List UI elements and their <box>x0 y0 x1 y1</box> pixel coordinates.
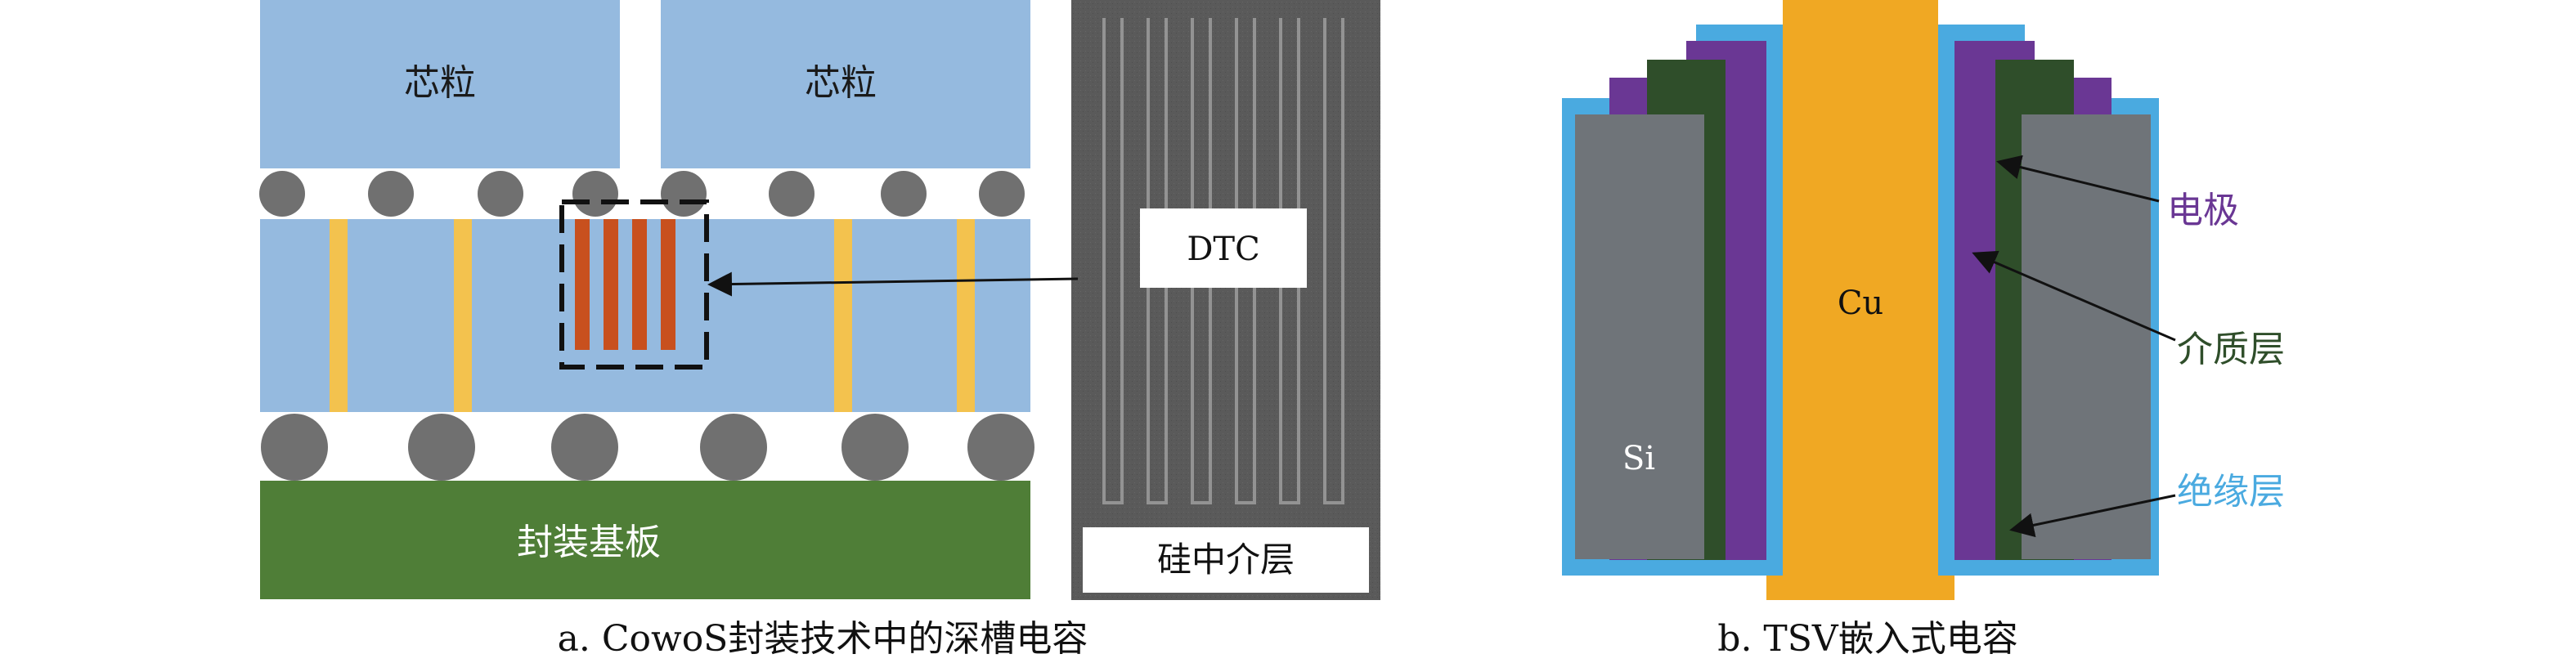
dtc-label: DTC <box>1187 231 1259 268</box>
dtc-label-box <box>1140 208 1307 288</box>
trench <box>661 219 675 350</box>
micro-bump <box>259 171 305 217</box>
trench <box>575 219 590 350</box>
package-substrate <box>260 481 1030 599</box>
dielectric-pointer-arrow <box>1972 250 2176 342</box>
c4-bump <box>700 414 767 481</box>
chiplet-right-label: 芯粒 <box>805 62 877 104</box>
chiplet-left <box>260 0 620 168</box>
dtc-highlight-box <box>559 199 709 370</box>
trench <box>632 219 647 350</box>
c4-bump <box>408 414 475 481</box>
micro-bump <box>572 171 618 217</box>
electrode-label: 电极 <box>2167 190 2239 231</box>
copper-core <box>1783 0 1938 600</box>
insulator-label: 绝缘层 <box>2177 471 2285 513</box>
panel-b-caption: b. TSV嵌入式电容 <box>1717 618 2017 660</box>
micro-bump <box>661 171 707 217</box>
panel-a-caption: a. CowoS封装技术中的深槽电容 <box>558 618 1088 660</box>
copper-label: Cu <box>1838 284 1883 322</box>
sem-image: DTC 硅中介层 <box>1071 0 1380 600</box>
chiplet-right <box>661 0 1030 168</box>
micro-bump <box>881 171 927 217</box>
silicon-label: Si <box>1622 440 1655 477</box>
micro-bump-row <box>259 171 1025 217</box>
electrode-pointer-arrow <box>1996 155 2160 203</box>
micro-bump <box>368 171 414 217</box>
interposer-label-box <box>1083 527 1369 593</box>
interposer-label: 硅中介层 <box>1157 540 1295 580</box>
c4-bump <box>261 414 328 481</box>
tsv-via <box>454 219 472 412</box>
insulator-layer-right-inner <box>1938 25 1954 576</box>
chiplet-left-label: 芯粒 <box>404 62 476 104</box>
trench <box>604 219 618 350</box>
micro-bump <box>769 171 815 217</box>
deep-trench-capacitor <box>575 219 675 350</box>
panel-a: 芯粒 芯粒 <box>259 0 1380 660</box>
silicon-left <box>1575 114 1704 559</box>
panel-b: Si Cu 电极 介质层 绝缘层 b. TSV嵌入式电容 <box>1562 0 2285 660</box>
package-substrate-label: 封装基板 <box>517 522 661 563</box>
tsv-vias <box>330 219 975 412</box>
c4-bump <box>967 414 1034 481</box>
micro-bump <box>478 171 523 217</box>
electrode-layer-left-inner <box>1726 41 1766 560</box>
tsv-via <box>330 219 348 412</box>
c4-bump <box>841 414 909 481</box>
dielectric-label: 介质层 <box>2177 329 2285 370</box>
silicon-right <box>2022 114 2151 559</box>
insulator-pointer-arrow <box>2009 494 2176 538</box>
insulator-layer-left-inner <box>1766 25 1783 576</box>
tsv-via <box>834 219 852 412</box>
sem-background <box>1071 0 1380 600</box>
tsv-via <box>957 219 975 412</box>
c4-bump <box>551 414 618 481</box>
dtc-pointer-arrow <box>707 271 1079 297</box>
micro-bump <box>979 171 1025 217</box>
electrode-layer-right-inner <box>1954 41 1995 560</box>
c4-bump-row <box>261 414 1034 481</box>
copper-core-cap-bottom <box>1766 576 1954 600</box>
